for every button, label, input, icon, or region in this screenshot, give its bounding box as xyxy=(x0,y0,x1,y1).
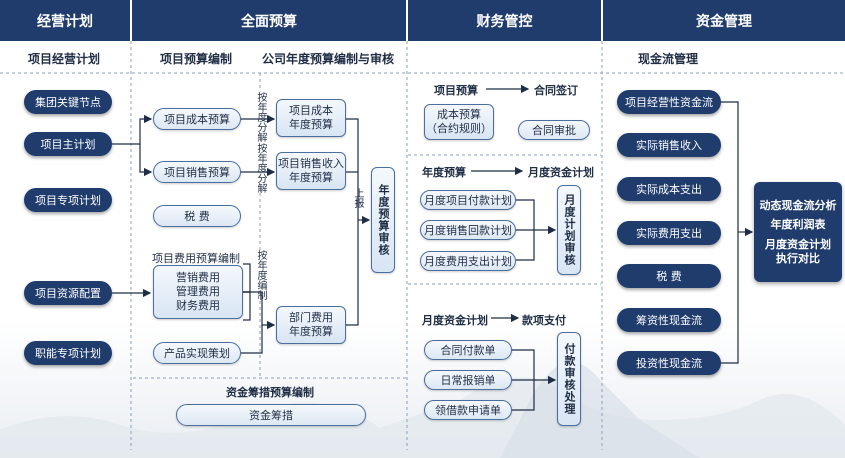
cashflow-item: 项目经营性资金流 xyxy=(617,90,721,114)
annual-sales-line: 项目销售收入 xyxy=(278,156,344,170)
payment-item: 日常报销单 xyxy=(424,370,512,390)
annual-sales-box: 项目销售收入 年度预算 xyxy=(276,152,346,190)
header-financial-control: 财务管控 xyxy=(408,0,601,41)
monthly-item: 月度销售回款计划 xyxy=(420,220,516,240)
cashflow-item: 税 费 xyxy=(617,264,721,288)
annual-cost-line: 项目成本 xyxy=(289,103,333,117)
summary-line: 执行对比 xyxy=(776,251,820,265)
note-annual-compile: 按年度编制 xyxy=(255,250,266,300)
sec2-to: 月度资金计划 xyxy=(528,166,594,179)
header-business-plan: 经营计划 xyxy=(0,0,130,41)
subheader-annual-budget: 公司年度预算编制与审核 xyxy=(262,52,395,66)
payment-item: 合同付款单 xyxy=(424,340,512,360)
cashflow-item: 筹资性现金流 xyxy=(617,308,721,332)
fund-budget-title: 资金筹措预算编制 xyxy=(226,386,314,399)
annual-cost-line: 年度预算 xyxy=(289,118,333,131)
contract-budget-box: 成本预算 （合约规则） xyxy=(424,104,494,140)
annual-cost-box: 项目成本 年度预算 xyxy=(276,99,346,137)
plan-item: 项目专项计划 xyxy=(24,188,112,212)
plan-item: 项目资源配置 xyxy=(24,281,112,305)
payment-item: 领借款申请单 xyxy=(424,400,512,420)
sec3-from: 月度资金计划 xyxy=(422,314,488,327)
expense-budget-title: 项目费用预算编制 xyxy=(152,252,240,265)
plan-item: 集团关键节点 xyxy=(24,90,112,114)
payment-review-box: 付款审核处理 xyxy=(557,332,581,426)
header-comprehensive-budget: 全面预算 xyxy=(132,0,406,41)
header-fund-management: 资金管理 xyxy=(603,0,845,41)
subheader-project-plan: 项目经营计划 xyxy=(28,52,101,66)
note-annual-split-1: 按年度分解 xyxy=(255,92,266,142)
monthly-item: 月度项目付款计划 xyxy=(420,190,516,210)
summary-group: 月度资金计划 执行对比 xyxy=(765,238,831,266)
sec1-from: 项目预算 xyxy=(434,84,478,97)
sales-budget-pill: 项目销售预算 xyxy=(153,161,241,183)
plan-item: 项目主计划 xyxy=(24,132,112,156)
summary-line: 动态现金流分析 xyxy=(759,198,837,212)
dept-budget-box: 部门费用 年度预算 xyxy=(276,306,346,344)
contract-budget-line: 成本预算 xyxy=(437,107,481,121)
expense-line: 营销费用 xyxy=(176,270,220,284)
annual-sales-line: 年度预算 xyxy=(289,171,333,184)
sec3-to: 款项支付 xyxy=(522,314,566,327)
summary-line: 年度利润表 xyxy=(770,218,826,232)
annual-review-box: 年度预算审核 xyxy=(371,167,395,273)
monthly-review-box: 月度计划审核 xyxy=(557,185,581,275)
dept-budget-line: 部门费用 xyxy=(289,310,333,324)
product-plan-pill: 产品实现策划 xyxy=(153,342,241,364)
sec1-to: 合同签订 xyxy=(534,84,578,97)
contract-approval-pill: 合同审批 xyxy=(518,120,590,140)
monthly-item: 月度费用支出计划 xyxy=(420,251,516,271)
subheader-project-budget: 项目预算编制 xyxy=(160,52,233,66)
summary-line: 月度资金计划 xyxy=(765,238,831,251)
expense-box: 营销费用 管理费用 财务费用 xyxy=(153,265,243,319)
sec2-from: 年度预算 xyxy=(422,166,466,179)
plan-item: 职能专项计划 xyxy=(24,341,112,365)
subheader-cashflow: 现金流管理 xyxy=(638,52,699,66)
cashflow-summary-box: 动态现金流分析 年度利润表 月度资金计划 执行对比 xyxy=(754,182,842,282)
cashflow-item: 实际费用支出 xyxy=(617,221,721,245)
contract-budget-line: （合约规则） xyxy=(426,122,492,135)
expense-line: 财务费用 xyxy=(176,299,220,313)
cashflow-item: 实际成本支出 xyxy=(617,177,721,201)
expense-line: 管理费用 xyxy=(176,284,220,298)
dept-budget-line: 年度预算 xyxy=(289,325,333,338)
cost-budget-pill: 项目成本预算 xyxy=(153,108,241,130)
fund-raising-pill: 资金筹措 xyxy=(176,404,366,426)
tax-pill: 税 费 xyxy=(153,205,241,227)
note-annual-split-2: 按年度分解 xyxy=(255,143,266,193)
cashflow-item: 投资性现金流 xyxy=(617,351,721,375)
cashflow-item: 实际销售收入 xyxy=(617,133,721,157)
